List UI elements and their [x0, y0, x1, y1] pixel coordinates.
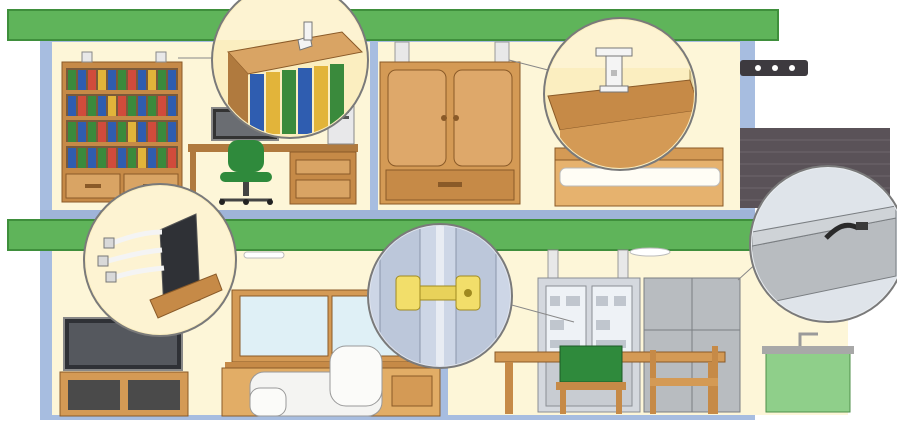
wall-plate [244, 252, 284, 258]
ceiling-lamp [630, 248, 670, 256]
tv-stand [60, 372, 188, 416]
refrigerator [644, 278, 740, 412]
china-cabinet [538, 278, 640, 412]
bookcase [62, 62, 182, 202]
wardrobe [380, 62, 520, 204]
